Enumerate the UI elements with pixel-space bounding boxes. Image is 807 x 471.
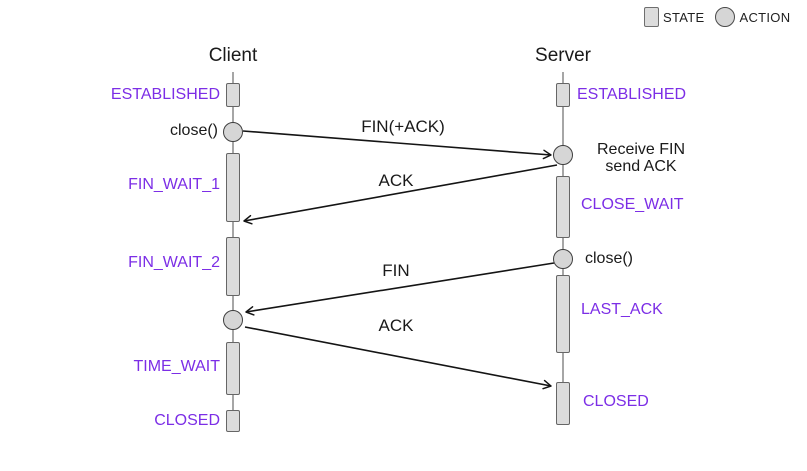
server-title: Server — [535, 45, 591, 66]
legend: STATE ACTION — [644, 7, 790, 27]
server-state-rect-close-wait — [556, 176, 570, 238]
client-state-rect-established — [226, 83, 240, 107]
server-state-rect-established — [556, 83, 570, 107]
message-arrow-ack-2 — [244, 326, 552, 390]
client-state-label-time-wait: TIME_WAIT — [133, 358, 220, 375]
client-action-circle-close — [223, 122, 243, 142]
client-state-label-fin-wait-2: FIN_WAIT_2 — [128, 254, 220, 271]
message-arrow-fin-ack — [242, 130, 552, 160]
server-state-rect-last-ack — [556, 275, 570, 353]
message-label-fin: FIN — [382, 261, 410, 280]
server-state-label-closed: CLOSED — [583, 393, 649, 410]
server-action-label-receive-fin-line1: Receive FIN — [596, 141, 686, 158]
message-arrow-ack-1 — [243, 164, 558, 225]
server-action-label-receive-fin: Receive FIN send ACK — [581, 141, 701, 175]
client-state-label-established: ESTABLISHED — [110, 86, 220, 103]
state-square-icon — [644, 7, 659, 27]
legend-state-label: STATE — [663, 9, 705, 25]
client-state-rect-fin-wait-2 — [226, 237, 240, 296]
server-action-label-close: close() — [585, 250, 634, 267]
server-state-rect-closed — [556, 382, 570, 425]
legend-action-label: ACTION — [739, 9, 791, 25]
server-action-circle-close — [553, 249, 573, 269]
message-label-fin-ack: FIN(+ACK) — [361, 117, 445, 136]
client-state-label-closed: CLOSED — [154, 412, 220, 429]
server-state-label-last-ack: LAST_ACK — [581, 301, 663, 318]
server-state-label-established: ESTABLISHED — [577, 86, 687, 103]
client-action-circle-recv-fin — [223, 310, 243, 330]
client-title: Client — [208, 45, 258, 66]
message-label-ack-2: ACK — [378, 316, 414, 335]
action-circle-icon — [715, 7, 736, 27]
client-state-label-fin-wait-1: FIN_WAIT_1 — [128, 176, 220, 193]
server-state-label-close-wait: CLOSE_WAIT — [581, 196, 684, 213]
server-action-circle-recv-fin — [553, 145, 573, 165]
client-state-rect-fin-wait-1 — [226, 153, 240, 222]
message-label-ack-1: ACK — [378, 171, 414, 190]
server-action-label-receive-fin-line2: send ACK — [605, 158, 677, 175]
message-arrow-fin — [245, 262, 555, 316]
client-state-rect-closed — [226, 410, 240, 432]
client-action-label-close: close() — [169, 122, 218, 139]
client-state-rect-time-wait — [226, 342, 240, 395]
